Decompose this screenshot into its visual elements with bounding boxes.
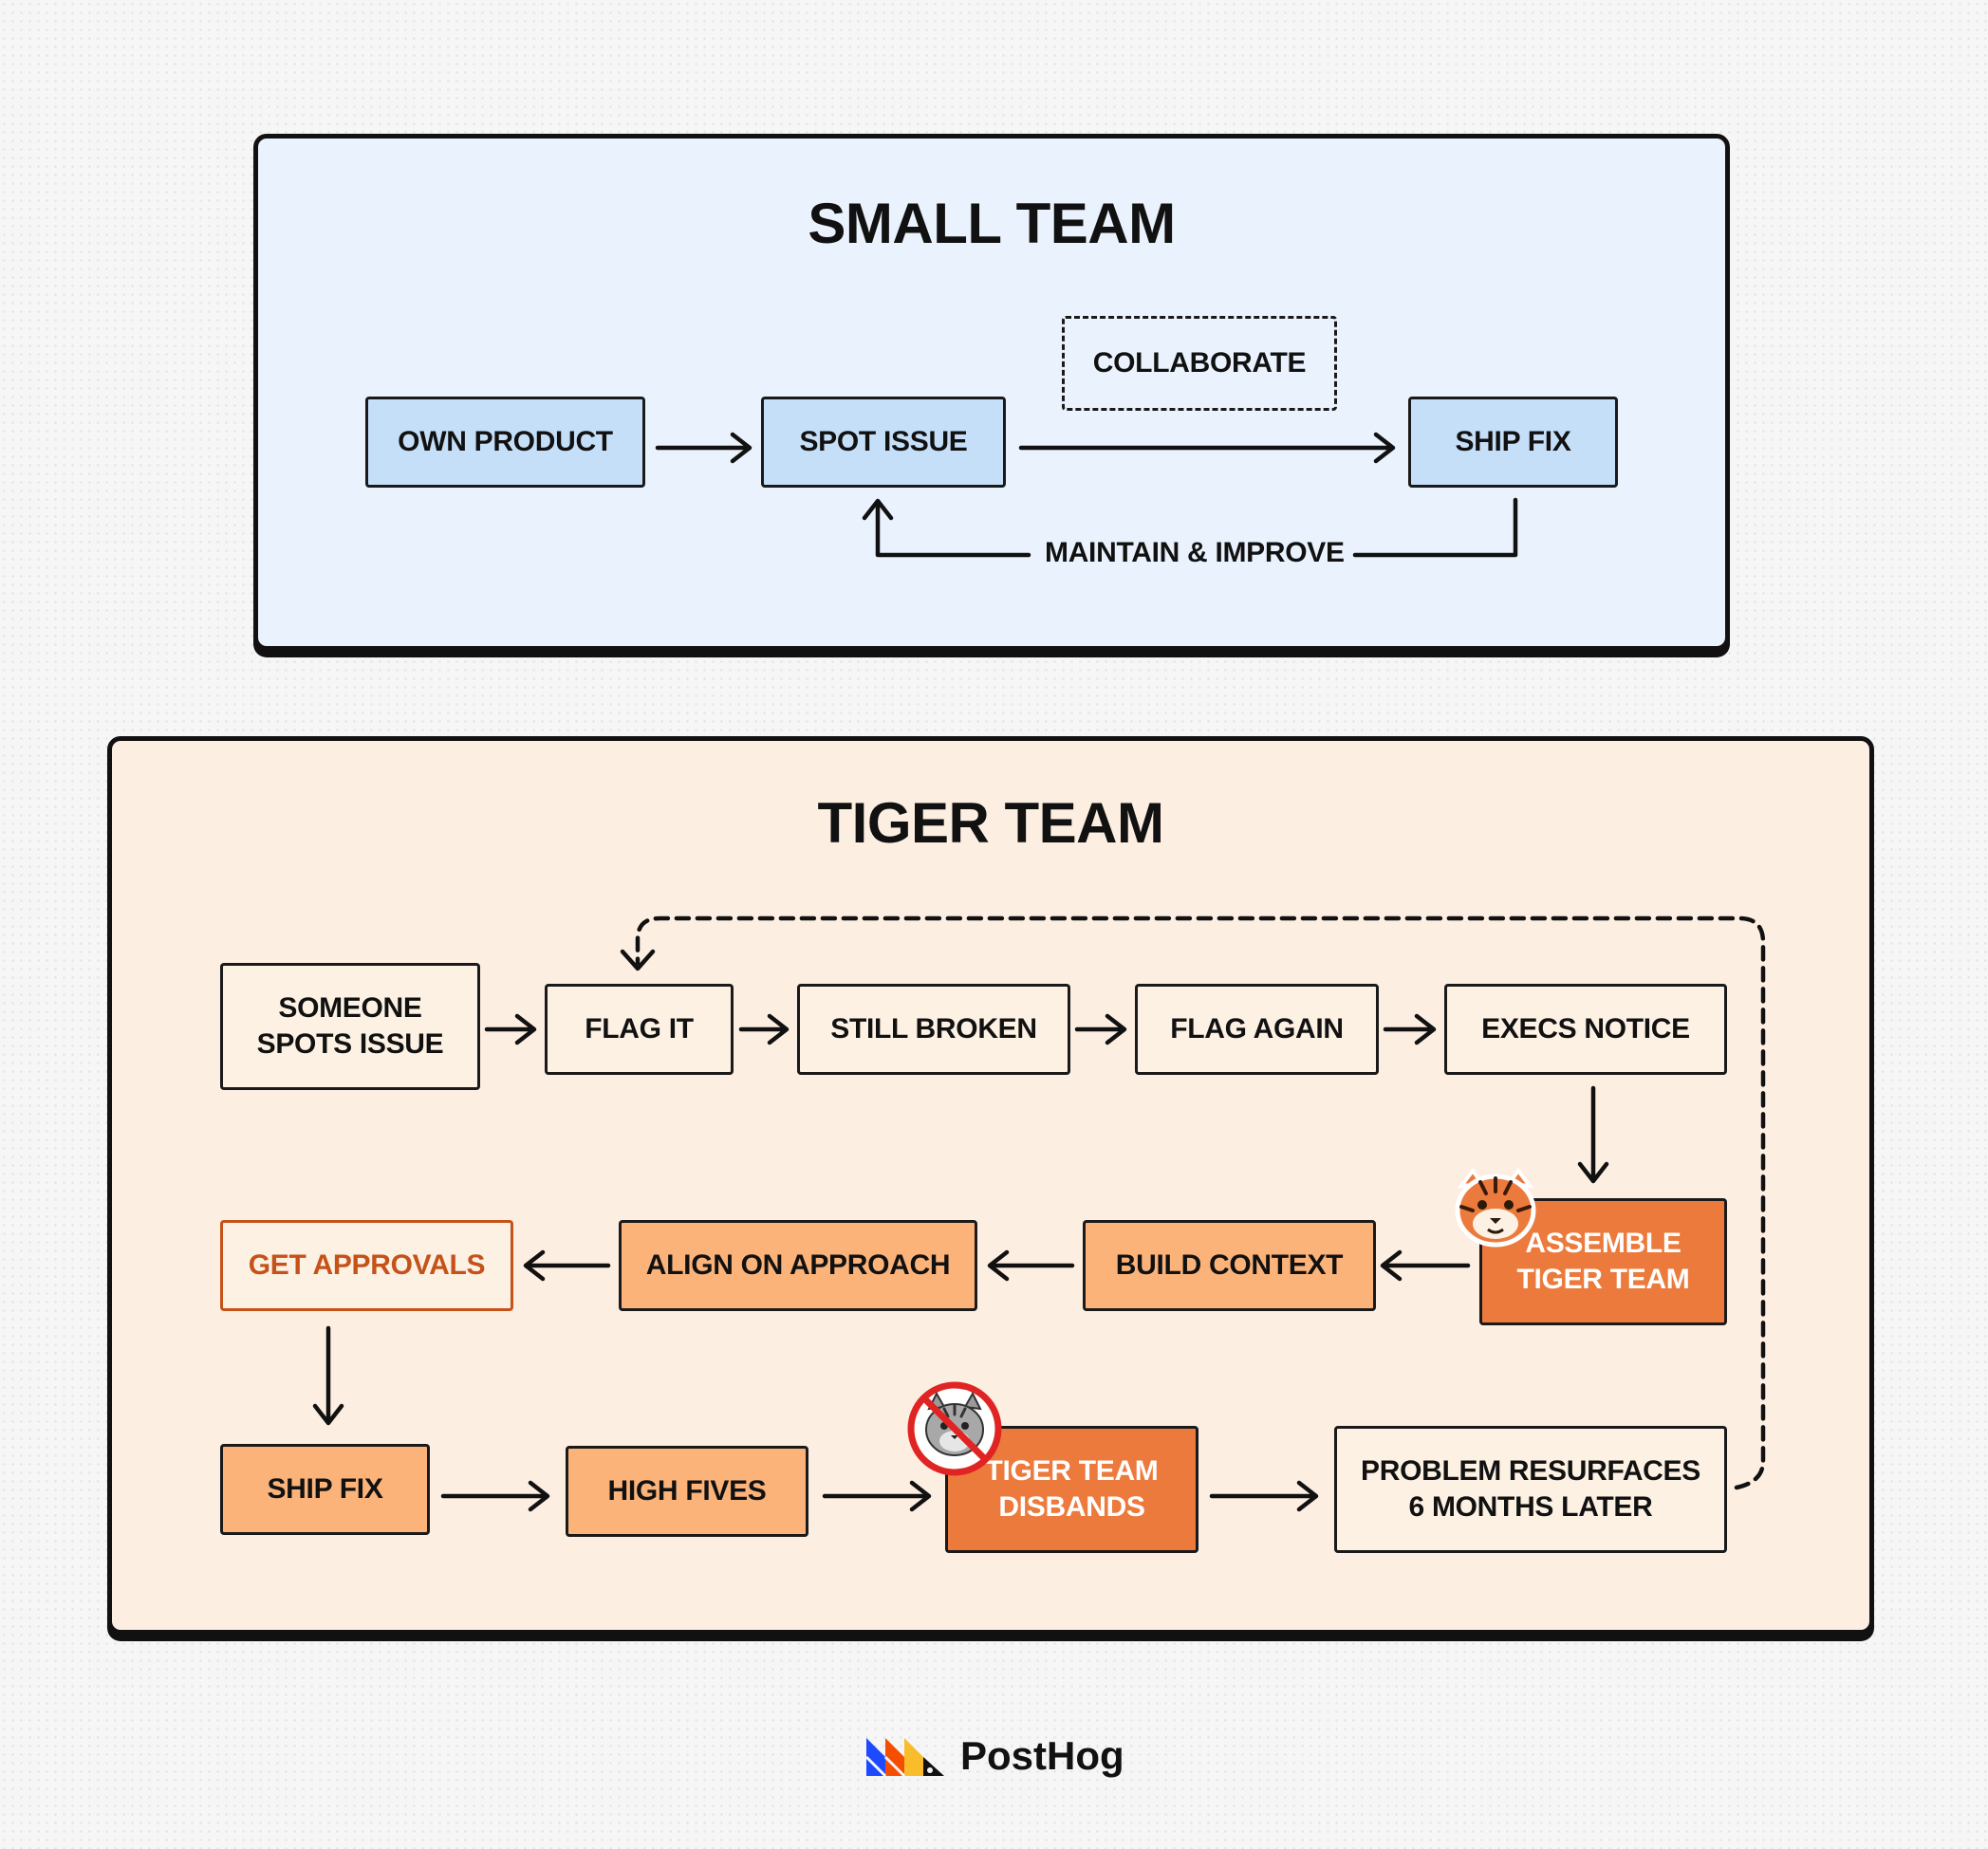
someone-spots-issue-box: SOMEONE SPOTS ISSUE: [220, 963, 480, 1090]
arrow-disbands-to-resurfaces: [1209, 1480, 1319, 1512]
arrow-own-to-spot: [655, 432, 752, 464]
arrow-assemble-to-context: [1380, 1249, 1471, 1282]
own-product-box: OWN PRODUCT: [365, 397, 645, 488]
posthog-logo-icon: [864, 1738, 944, 1778]
tiger-team-disbands-box: TIGER TEAM DISBANDS: [945, 1426, 1198, 1553]
small-team-panel: SMALL TEAM: [253, 134, 1730, 651]
arrow-flagagain-to-execs: [1383, 1013, 1437, 1045]
align-on-approach-box: ALIGN ON APPROACH: [619, 1220, 977, 1311]
tiger-team-title: TIGER TEAM: [817, 791, 1165, 855]
tiger-icon: [1455, 1167, 1536, 1248]
arrow-broken-to-flagagain: [1074, 1013, 1127, 1045]
still-broken-box: STILL BROKEN: [797, 984, 1070, 1075]
build-context-box: BUILD CONTEXT: [1083, 1220, 1376, 1311]
loop-line-right: [1352, 497, 1518, 558]
arrow-spots-to-flag: [484, 1013, 537, 1045]
flag-again-box: FLAG AGAIN: [1135, 984, 1379, 1075]
maintain-improve-label: MAINTAIN & IMPROVE: [1045, 537, 1345, 568]
no-tiger-icon: [907, 1381, 1002, 1476]
arrow-execs-to-assemble: [1577, 1085, 1609, 1184]
arrow-ship-to-highfives: [440, 1480, 550, 1512]
dashed-loop-line: [635, 915, 1766, 1490]
execs-notice-box: EXECS NOTICE: [1444, 984, 1727, 1075]
posthog-logo-text: PostHog: [960, 1733, 1124, 1778]
loop-arrow-left: [862, 498, 1031, 558]
ship-fix-tiger-box: SHIP FIX: [220, 1444, 430, 1535]
flag-it-box: FLAG IT: [545, 984, 734, 1075]
arrow-flag-to-broken: [738, 1013, 790, 1045]
arrow-context-to-align: [987, 1249, 1075, 1282]
problem-resurfaces-box: PROBLEM RESURFACES 6 MONTHS LATER: [1334, 1426, 1727, 1553]
arrow-align-to-approvals: [523, 1249, 611, 1282]
arrow-highfives-to-disbands: [822, 1480, 932, 1512]
collaborate-box: COLLABORATE: [1062, 316, 1337, 411]
small-team-title: SMALL TEAM: [808, 192, 1176, 255]
arrow-spot-to-ship: [1018, 432, 1396, 464]
arrow-approvals-to-ship: [312, 1325, 344, 1426]
ship-fix-box: SHIP FIX: [1408, 397, 1618, 488]
get-approvals-box: GET APPROVALS: [220, 1220, 513, 1311]
dashed-loop-arrowhead: [620, 949, 656, 971]
high-fives-box: HIGH FIVES: [566, 1446, 808, 1537]
spot-issue-box: SPOT ISSUE: [761, 397, 1006, 488]
